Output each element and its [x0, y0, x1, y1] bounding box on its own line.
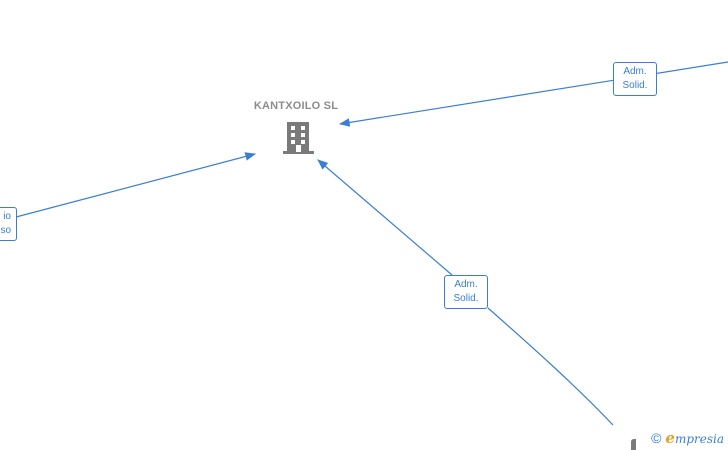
edge-label-left[interactable]: io so	[0, 207, 17, 241]
edge-label-top-right[interactable]: Adm. Solid.	[613, 62, 657, 96]
edge-left	[15, 152, 257, 218]
brand-logo: empresia	[665, 429, 724, 447]
partial-node-icon	[631, 439, 636, 450]
company-name[interactable]: KANTXOILO SL	[253, 100, 339, 112]
brand-initial: e	[665, 429, 675, 447]
brand-rest: mpresia	[674, 432, 724, 446]
edge-label-center[interactable]: Adm. Solid.	[444, 275, 488, 309]
edge-label-line1: Adm.	[454, 279, 478, 290]
edge-label-line2: so	[0, 225, 11, 236]
edge-label-line1: Adm.	[623, 66, 647, 77]
edge-bottom-arrow-segment	[317, 159, 453, 276]
footer-brand[interactable]: © empresia	[651, 429, 724, 447]
edge-label-line2: Solid.	[622, 80, 648, 91]
building-icon	[283, 122, 314, 154]
edge-label-line2: Solid.	[453, 293, 479, 304]
edge-label-line1: io	[3, 211, 11, 222]
edge-bottom	[487, 307, 614, 426]
copyright-icon: ©	[651, 430, 662, 446]
edge-top-right	[338, 61, 728, 127]
